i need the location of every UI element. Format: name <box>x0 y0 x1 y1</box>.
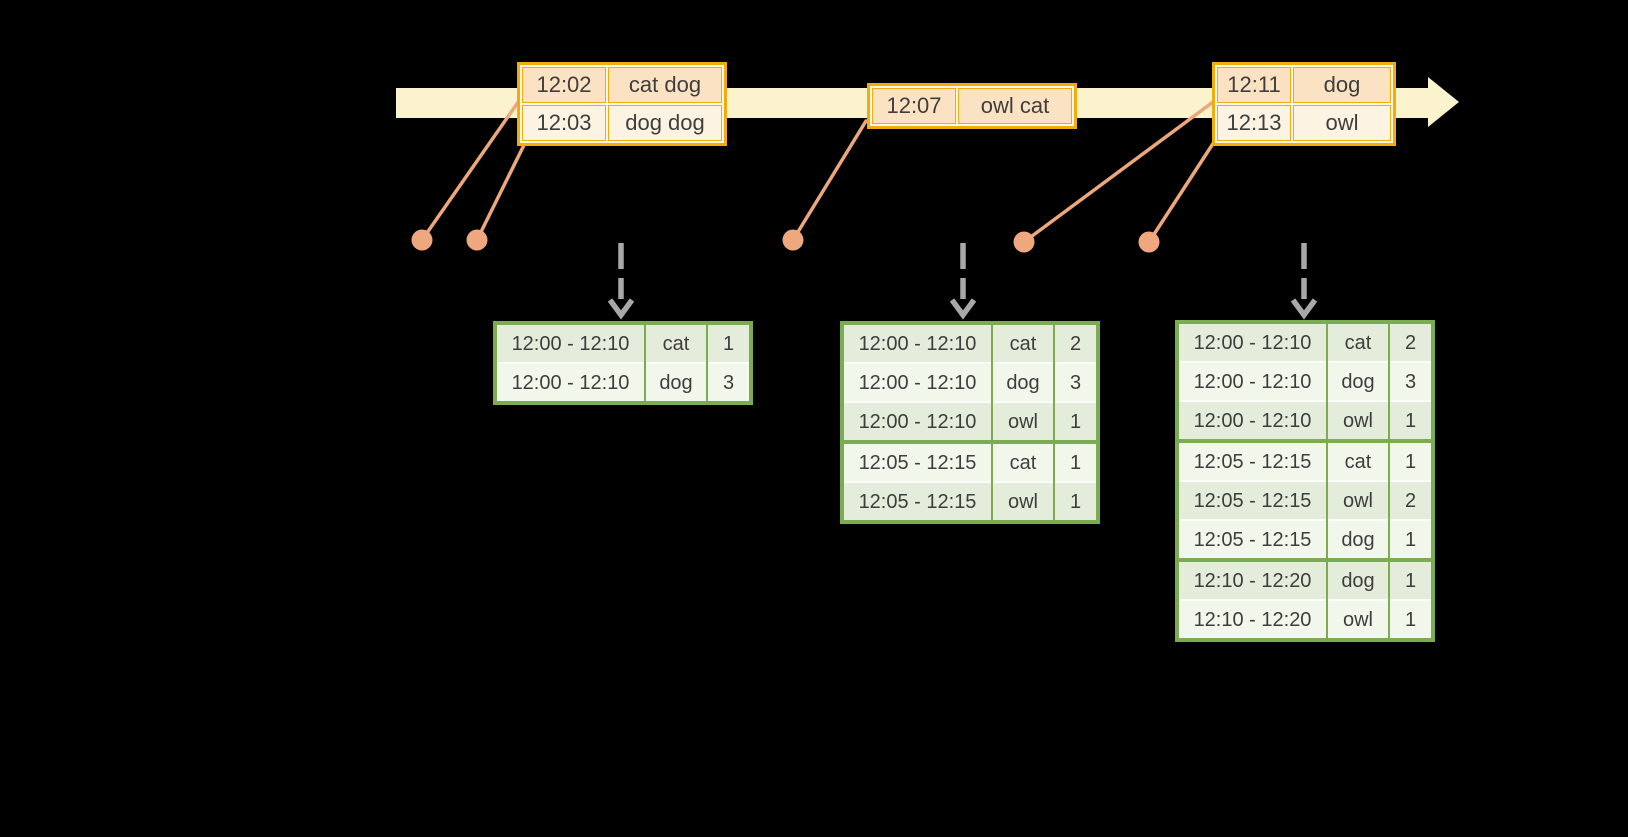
event-row: 12:07 owl cat <box>872 88 1072 124</box>
window-cell: 12:05 - 12:15 <box>1177 480 1327 520</box>
count-cell: 3 <box>706 362 751 403</box>
window-cell: 12:00 - 12:10 <box>842 323 992 363</box>
result-row: 12:10 - 12:20 owl 1 <box>1177 599 1433 640</box>
count-cell: 3 <box>1053 362 1098 402</box>
result-row: 12:00 - 12:10 cat 2 <box>1177 322 1433 362</box>
window-cell: 12:05 - 12:15 <box>842 440 992 482</box>
count-cell: 2 <box>1053 323 1098 363</box>
word-cell: dog <box>1326 519 1389 560</box>
count-cell: 1 <box>1053 440 1098 482</box>
event-words-cell: owl <box>1293 105 1391 141</box>
result-row: 12:10 - 12:20 dog 1 <box>1177 558 1433 600</box>
word-cell: owl <box>991 401 1054 442</box>
event-marker-dot <box>466 229 488 251</box>
event-row: 12:02 cat dog <box>522 67 722 103</box>
result-table: 12:00 - 12:10 cat 1 12:00 - 12:10 dog 3 <box>493 321 753 405</box>
word-cell: dog <box>1326 361 1389 401</box>
event-connector-line <box>420 96 523 242</box>
event-connector-line <box>791 119 868 242</box>
event-marker-dots <box>411 229 1160 253</box>
window-cell: 12:00 - 12:10 <box>495 323 645 363</box>
count-cell: 3 <box>1388 361 1433 401</box>
result-row: 12:00 - 12:10 dog 3 <box>842 362 1098 402</box>
trigger-down-arrowhead-icon <box>1290 298 1318 320</box>
event-words-cell: dog <box>1293 67 1391 103</box>
event-marker-dot <box>1138 231 1160 253</box>
result-row: 12:00 - 12:10 owl 1 <box>842 401 1098 442</box>
trigger-arrows <box>607 243 1318 320</box>
result-row: 12:00 - 12:10 owl 1 <box>1177 400 1433 441</box>
event-connector-line <box>475 137 529 242</box>
event-row: 12:03 dog dog <box>522 105 722 141</box>
word-cell: dog <box>644 362 707 403</box>
window-cell: 12:00 - 12:10 <box>842 362 992 402</box>
trigger-down-arrowhead-icon <box>607 298 635 320</box>
window-cell: 12:00 - 12:10 <box>842 401 992 442</box>
count-cell: 1 <box>1388 558 1433 600</box>
count-cell: 1 <box>1388 599 1433 640</box>
result-table: 12:00 - 12:10 cat 2 12:00 - 12:10 dog 3 … <box>1175 320 1435 642</box>
event-marker-dot <box>782 229 804 251</box>
window-cell: 12:00 - 12:10 <box>1177 361 1327 401</box>
event-time-cell: 12:03 <box>522 105 606 141</box>
word-cell: cat <box>1326 322 1389 362</box>
event-marker-dot <box>411 229 433 251</box>
word-cell: owl <box>1326 400 1389 441</box>
result-row: 12:05 - 12:15 owl 2 <box>1177 480 1433 520</box>
result-row: 12:05 - 12:15 cat 1 <box>1177 439 1433 481</box>
window-cell: 12:05 - 12:15 <box>1177 519 1327 560</box>
count-cell: 1 <box>1388 400 1433 441</box>
event-table: 12:11 dog 12:13 owl <box>1212 62 1396 146</box>
window-cell: 12:00 - 12:10 <box>1177 322 1327 362</box>
count-cell: 1 <box>1388 519 1433 560</box>
word-cell: owl <box>1326 480 1389 520</box>
word-cell: cat <box>991 440 1054 482</box>
count-cell: 2 <box>1388 480 1433 520</box>
result-row: 12:05 - 12:15 dog 1 <box>1177 519 1433 560</box>
event-marker-dot <box>1013 231 1035 253</box>
count-cell: 2 <box>1388 322 1433 362</box>
count-cell: 1 <box>1053 401 1098 442</box>
trigger-down-arrowhead-icon <box>949 298 977 320</box>
event-words-cell: dog dog <box>608 105 722 141</box>
result-row: 12:00 - 12:10 dog 3 <box>1177 361 1433 401</box>
result-table: 12:00 - 12:10 cat 2 12:00 - 12:10 dog 3 … <box>840 321 1100 524</box>
event-time-cell: 12:07 <box>872 88 956 124</box>
result-row: 12:05 - 12:15 cat 1 <box>842 440 1098 482</box>
word-cell: owl <box>1326 599 1389 640</box>
event-time-cell: 12:11 <box>1217 67 1291 103</box>
word-cell: dog <box>1326 558 1389 600</box>
result-row: 12:05 - 12:15 owl 1 <box>842 481 1098 522</box>
window-cell: 12:00 - 12:10 <box>495 362 645 403</box>
event-time-cell: 12:02 <box>522 67 606 103</box>
event-connector-line <box>1022 100 1215 244</box>
window-cell: 12:05 - 12:15 <box>842 481 992 522</box>
word-cell: owl <box>991 481 1054 522</box>
event-table: 12:07 owl cat <box>867 83 1077 129</box>
event-time-cell: 12:13 <box>1217 105 1291 141</box>
window-cell: 12:00 - 12:10 <box>1177 400 1327 441</box>
timeline-arrowhead-icon <box>1428 77 1459 127</box>
window-cell: 12:10 - 12:20 <box>1177 599 1327 640</box>
event-connector-lines <box>420 96 1218 244</box>
window-cell: 12:10 - 12:20 <box>1177 558 1327 600</box>
result-row: 12:00 - 12:10 cat 2 <box>842 323 1098 363</box>
window-cell: 12:05 - 12:15 <box>1177 439 1327 481</box>
event-row: 12:11 dog <box>1217 67 1391 103</box>
count-cell: 1 <box>1388 439 1433 481</box>
word-cell: cat <box>644 323 707 363</box>
result-row: 12:00 - 12:10 dog 3 <box>495 362 751 403</box>
word-cell: cat <box>991 323 1054 363</box>
count-cell: 1 <box>1053 481 1098 522</box>
count-cell: 1 <box>706 323 751 363</box>
event-words-cell: owl cat <box>958 88 1072 124</box>
event-table: 12:02 cat dog 12:03 dog dog <box>517 62 727 146</box>
event-words-cell: cat dog <box>608 67 722 103</box>
event-row: 12:13 owl <box>1217 105 1391 141</box>
word-cell: cat <box>1326 439 1389 481</box>
event-connector-line <box>1147 137 1218 244</box>
word-cell: dog <box>991 362 1054 402</box>
result-row: 12:00 - 12:10 cat 1 <box>495 323 751 363</box>
